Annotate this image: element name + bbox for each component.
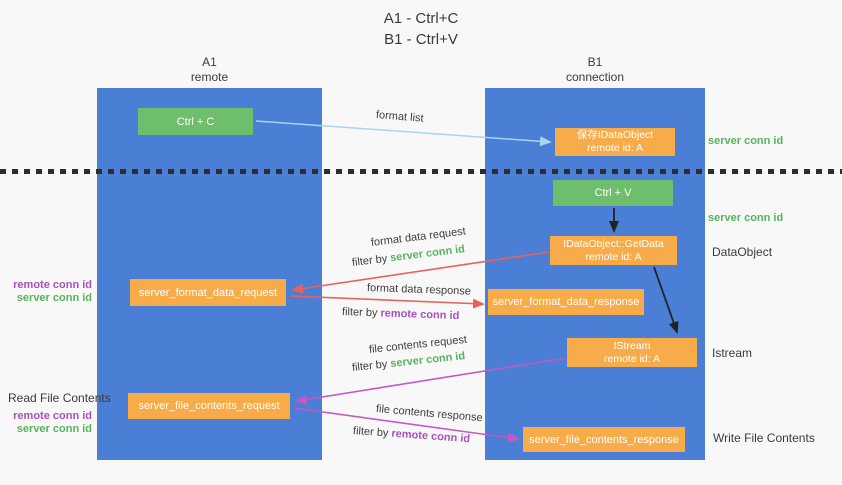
column-header-b1: B1 connection bbox=[485, 55, 705, 85]
read-file-contents-label: Read File Contents bbox=[8, 391, 111, 405]
file-contents-response-caption: file contents response bbox=[375, 403, 484, 425]
istream-side-label: Istream bbox=[712, 346, 753, 360]
server-file-contents-request-label: server_file_contents_request bbox=[138, 400, 280, 412]
ctrl-c-label: Ctrl + C bbox=[176, 115, 215, 128]
server-conn-id-key: server conn id bbox=[389, 243, 466, 265]
file-conn-id-pair: remote conn id server conn id bbox=[7, 410, 92, 436]
format-conn-id-pair: remote conn id server conn id bbox=[7, 279, 92, 305]
column-a1-role: remote bbox=[190, 70, 229, 84]
save-idataobject-remote-id: remote id: A bbox=[586, 142, 644, 154]
getdata-remote-id: remote id: A bbox=[585, 250, 642, 263]
istream-node: IStream remote id: A bbox=[567, 338, 697, 367]
format-data-response-caption: format data response bbox=[366, 282, 472, 298]
server-format-data-request-label: server_format_data_request bbox=[138, 286, 278, 299]
column-a1-name: A1 bbox=[202, 55, 217, 69]
server-file-contents-response-node: server_file_contents_response bbox=[523, 427, 685, 452]
server-conn-id-key: server conn id bbox=[389, 350, 466, 370]
write-file-contents-label: Write File Contents bbox=[713, 431, 815, 445]
istream-title: IStream bbox=[613, 339, 651, 352]
ctrl-v-label: Ctrl + V bbox=[594, 187, 632, 199]
remote-conn-id-key: remote conn id bbox=[380, 307, 460, 323]
istream-remote-id: remote id: A bbox=[603, 352, 661, 365]
getdata-title: IDataObject::GetData bbox=[563, 237, 664, 250]
remote-conn-id-label-format: remote conn id bbox=[13, 279, 92, 291]
remote-conn-id-label-file: remote conn id bbox=[13, 410, 92, 422]
format-data-response-filter-caption: filter by remote conn id bbox=[342, 306, 460, 322]
ctrl-c-node: Ctrl + C bbox=[138, 108, 253, 135]
server-format-data-response-label: server_format_data_response bbox=[492, 296, 640, 308]
format-data-request-filter-caption: filter by server conn id bbox=[351, 243, 465, 269]
dashed-divider-line bbox=[0, 169, 842, 174]
column-b1-name: B1 bbox=[587, 55, 603, 69]
ctrl-v-node: Ctrl + V bbox=[553, 180, 673, 206]
server-file-contents-request-node: server_file_contents_request bbox=[128, 393, 290, 419]
dataobject-label: DataObject bbox=[712, 245, 773, 259]
column-header-a1: A1 remote bbox=[97, 55, 322, 85]
format-list-caption: format list bbox=[375, 109, 425, 125]
server-conn-id-top-label: server conn id bbox=[708, 135, 784, 147]
server-conn-id-mid-label: server conn id bbox=[708, 212, 784, 224]
server-format-data-response-node: server_format_data_response bbox=[488, 289, 644, 315]
server-conn-id-label-file: server conn id bbox=[16, 423, 92, 435]
save-idataobject-title: 保存IDataObject bbox=[576, 129, 654, 141]
filter-by-text: filter by bbox=[352, 425, 392, 440]
filter-by-text: filter by bbox=[351, 358, 391, 374]
column-b1-role: connection bbox=[565, 70, 625, 84]
file-contents-response-filter-caption: filter by remote conn id bbox=[353, 425, 471, 445]
filter-by-text: filter by bbox=[341, 306, 381, 320]
idataobject-getdata-node: IDataObject::GetData remote id: A bbox=[550, 236, 677, 265]
server-conn-id-label-format: server conn id bbox=[16, 292, 92, 304]
remote-conn-id-key: remote conn id bbox=[391, 427, 471, 446]
save-idataobject-node: 保存IDataObject remote id: A bbox=[555, 128, 675, 156]
title-line-ctrl-v: B1 - Ctrl+V bbox=[384, 31, 458, 48]
server-file-contents-response-label: server_file_contents_response bbox=[529, 433, 679, 446]
server-format-data-request-node: server_format_data_request bbox=[130, 279, 286, 306]
filter-by-text: filter by bbox=[351, 252, 391, 269]
diagram-title: A1 - Ctrl+C B1 - Ctrl+V bbox=[0, 8, 842, 50]
title-line-ctrl-c: A1 - Ctrl+C bbox=[383, 10, 459, 27]
